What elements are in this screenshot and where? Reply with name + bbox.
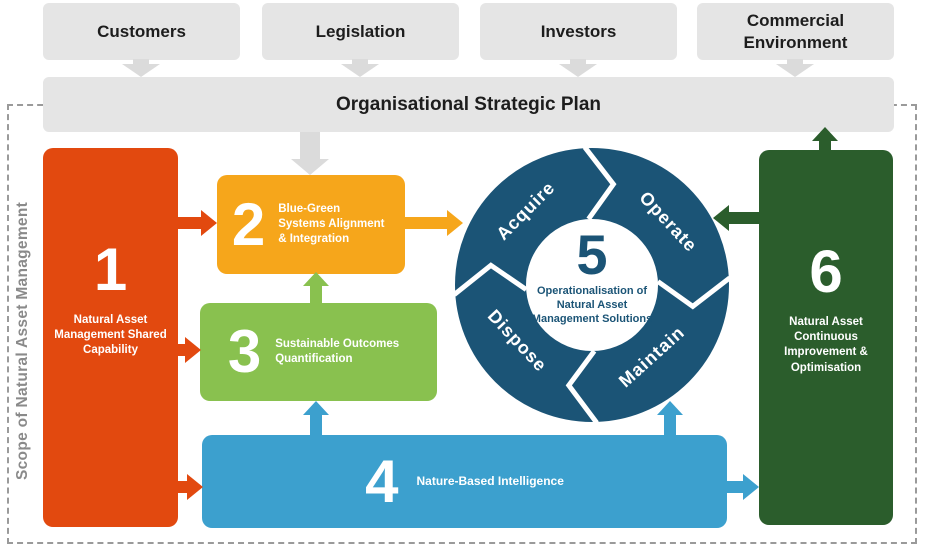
scope-label: Scope of Natural Asset Management [14,201,31,481]
arrow-head [447,210,463,236]
arrow-head [559,64,597,77]
box-4-nature-based-intelligence: 4 Nature-Based Intelligence [202,435,727,528]
factor-box-legislation: Legislation [262,3,459,60]
arrow-stem [352,59,368,64]
box-3-number: 3 [227,318,262,385]
box-4-label: Nature-Based Intelligence [416,473,564,488]
factor-label: Commercial Environment [743,11,848,52]
arrow-box4-to-box6-icon [727,474,759,500]
arrow-customers-to-plan-icon [122,59,160,77]
arrow-stem [787,59,803,64]
cycle-number: 5 [576,223,608,286]
arrow-investors-to-plan-icon [559,59,597,77]
arrow-box1-to-box3-icon [178,337,201,363]
arrow-plan-to-box2-icon [291,132,329,175]
box-4-number: 4 [365,447,399,515]
arrow-stem [570,59,586,64]
arrow-head [657,401,683,415]
arrow-stem [729,212,759,224]
arrow-box6-to-plan-icon [812,127,838,151]
box-3-sustainable-outcomes: 3 Sustainable Outcomes Quantification [200,303,437,401]
strategic-plan-label: Organisational Strategic Plan [335,93,602,115]
cycle-label: Operationalisation of Natural Asset Mana… [531,285,653,326]
arrow-head [743,474,759,500]
box-6-continuous-improvement: 6 Natural Asset Continuous Improvement &… [759,150,893,525]
box-1-number: 1 [93,236,128,303]
factor-box-commercial-environment: Commercial Environment [697,3,894,60]
arrow-box2-to-cycle-icon [405,210,463,236]
arrow-head [122,64,160,77]
arrow-legislation-to-plan-icon [341,59,379,77]
box-6-number: 6 [809,238,843,305]
arrow-stem [664,415,676,435]
box-2-number: 2 [231,190,266,258]
segment-divider-bottom [565,349,599,425]
box-1-label: Natural Asset Management Shared Capabili… [54,314,167,357]
factor-box-investors: Investors [480,3,677,60]
factor-box-customers: Customers [43,3,240,60]
factor-label: Legislation [315,21,406,41]
arrow-box1-to-box4-icon [178,474,203,500]
arrow-stem [819,141,831,151]
arrow-box4-to-cycle-icon [657,401,683,435]
arrow-head [812,127,838,141]
arrow-head [201,210,217,236]
arrow-head [303,401,329,415]
arrow-commercial-to-plan-icon [776,59,814,77]
arrow-head [187,474,203,500]
ring-donut [455,148,729,422]
arrow-head [303,272,329,286]
arrow-stem [178,217,201,229]
arrow-stem [178,344,185,356]
arrow-stem [310,286,322,303]
segment-divider-left [452,262,528,297]
arrow-box3-to-box2-icon [303,272,329,303]
arrow-box6-to-cycle-icon [713,205,759,231]
arrow-head [291,159,329,175]
box-1-shared-capability: 1 Natural Asset Management Shared Capabi… [43,148,178,527]
box-2-label: Blue-Green Systems Alignment & Integrati… [278,202,385,246]
arrow-head [341,64,379,77]
box-2-blue-green-systems: 2 Blue-Green Systems Alignment & Integra… [217,175,405,274]
arrow-stem [300,132,320,159]
arrow-stem [310,415,322,435]
factor-label: Investors [540,21,617,41]
cycle-center: 5 Operationalisation of Natural Asset Ma… [527,223,657,342]
arrow-stem [405,217,447,229]
arrow-stem [727,481,743,493]
arrow-head [713,205,729,231]
arrow-head [185,337,201,363]
segment-divider-right [656,275,732,310]
strategic-plan-bar: Organisational Strategic Plan [43,77,894,132]
box-3-label: Sustainable Outcomes Quantification [275,337,400,365]
segment-divider-top [582,145,617,221]
box-6-label: Natural Asset Continuous Improvement & O… [784,316,868,374]
arrow-stem [133,59,149,64]
asset-lifecycle-ring [452,145,732,425]
factor-label: Customers [97,21,186,41]
arrow-head [776,64,814,77]
arrow-stem [178,481,187,493]
arrow-box4-to-box3-icon [303,401,329,435]
arrow-box1-to-box2-icon [178,210,217,236]
